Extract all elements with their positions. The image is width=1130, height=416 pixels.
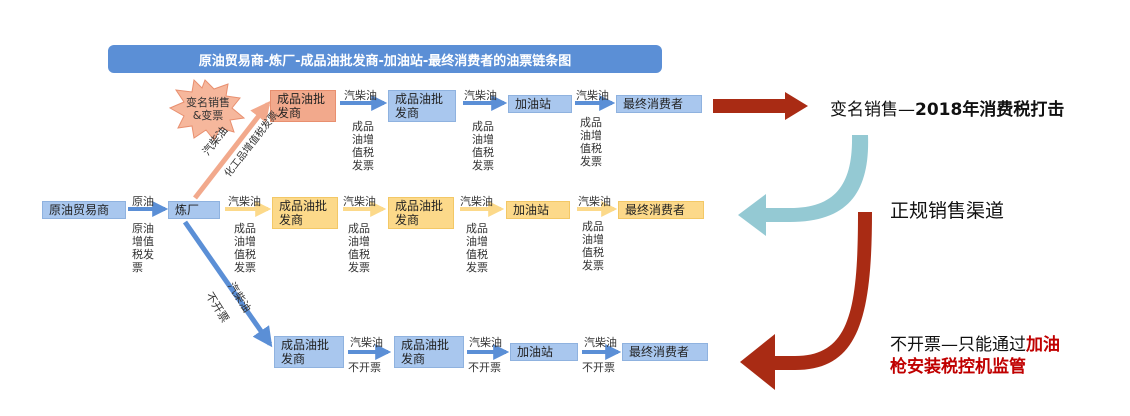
top-consumer: 最终消费者 [616, 95, 702, 113]
right-bot-red2: 枪安装税控机监管 [890, 357, 1026, 377]
teal-curve-arrow [738, 135, 869, 236]
right-bot-text: 不开票—只能通过加油 枪安装税控机监管 [890, 334, 1060, 378]
bot-station: 加油站 [510, 343, 578, 361]
top-invoice-1: 成品油增值税发票 [352, 120, 374, 172]
burst-label: 变名销售 &变票 [186, 96, 230, 122]
right-top-text: 变名销售—2018年消费税打击 [830, 95, 1064, 120]
bot-no-invoice-2: 不开票 [468, 361, 501, 374]
mid-invoice-1: 成品油增值税发票 [234, 222, 256, 274]
mid-label-diesel-2: 汽柴油 [343, 195, 376, 208]
top-station: 加油站 [508, 95, 572, 113]
mid-invoice-2: 成品油增值税发票 [348, 222, 370, 274]
red-right-arrow [713, 92, 808, 120]
right-mid-text: 正规销售渠道 [890, 200, 1005, 222]
bot-no-invoice-1: 不开票 [348, 361, 381, 374]
right-top-prefix: 变名销售— [830, 100, 915, 120]
mid-wholesaler-2: 成品油批发商 [388, 197, 454, 229]
mid-wholesaler-1: 成品油批发商 [272, 197, 338, 229]
red-curve-arrow [740, 212, 872, 390]
mid-station: 加油站 [506, 201, 570, 219]
bot-label-diesel-3: 汽柴油 [584, 336, 617, 349]
right-bot-red1: 加油 [1026, 335, 1060, 355]
trader-node: 原油贸易商 [42, 201, 126, 219]
bot-wholesaler-2: 成品油批发商 [394, 336, 464, 368]
mid-crude-invoice: 原油增值税发票 [132, 222, 154, 274]
top-label-diesel-3: 汽柴油 [576, 89, 609, 102]
top-label-diesel-1: 汽柴油 [344, 89, 377, 102]
diag-arrow-up [193, 100, 271, 200]
top-wholesaler-2: 成品油批发商 [388, 90, 456, 122]
right-top-bold: 2018年消费税打击 [915, 100, 1065, 120]
top-invoice-3: 成品油增值税发票 [580, 116, 602, 168]
bot-consumer: 最终消费者 [622, 343, 708, 361]
diagram-title: 原油贸易商-炼厂-成品油批发商-加油站-最终消费者的油票链条图 [108, 45, 662, 73]
top-wholesaler-1: 成品油批发商 [270, 90, 336, 122]
diag-arrow-down [182, 220, 273, 348]
mid-consumer: 最终消费者 [618, 201, 704, 219]
mid-label-crude: 原油 [132, 195, 154, 208]
burst-shape [168, 78, 246, 141]
top-invoice-2: 成品油增值税发票 [472, 120, 494, 172]
top-label-diesel-2: 汽柴油 [464, 89, 497, 102]
mid-invoice-4: 成品油增值税发票 [582, 220, 604, 272]
right-bot-prefix: 不开票—只能通过 [890, 335, 1026, 355]
refinery-node: 炼厂 [168, 201, 220, 219]
bot-wholesaler-1: 成品油批发商 [274, 336, 344, 368]
mid-label-diesel-1: 汽柴油 [228, 195, 261, 208]
mid-label-diesel-3: 汽柴油 [460, 195, 493, 208]
bot-label-diesel-1: 汽柴油 [350, 336, 383, 349]
bot-label-diesel-2: 汽柴油 [469, 336, 502, 349]
bot-no-invoice-3: 不开票 [582, 361, 615, 374]
mid-label-diesel-4: 汽柴油 [578, 195, 611, 208]
mid-invoice-3: 成品油增值税发票 [466, 222, 488, 274]
